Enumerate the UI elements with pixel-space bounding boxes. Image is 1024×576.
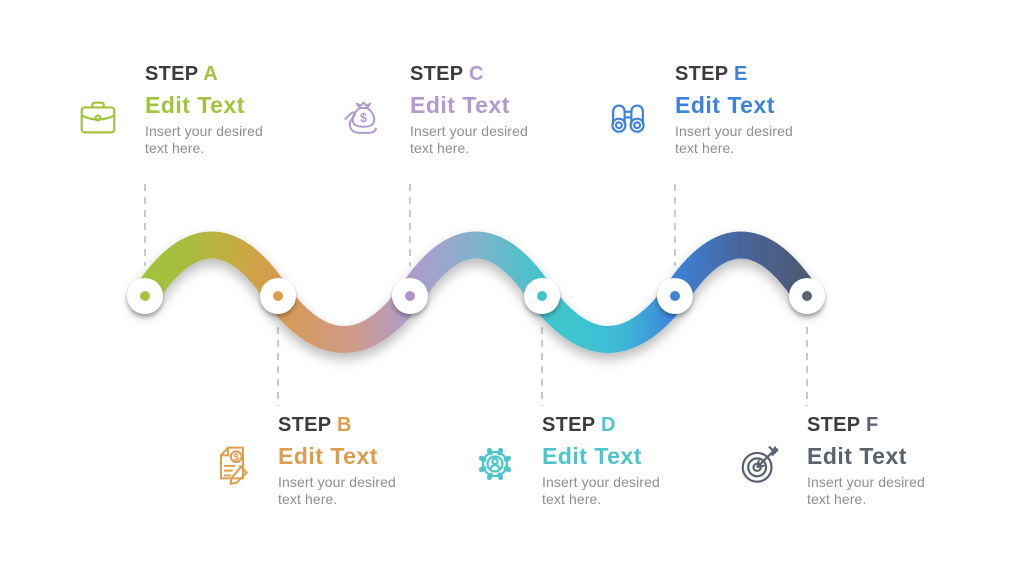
gear-user-icon xyxy=(472,440,518,486)
invoice-pencil-icon: $ xyxy=(208,440,254,486)
node-dot-b xyxy=(273,291,283,301)
money-bag-hand-icon: $ xyxy=(340,95,386,141)
node-dot-f xyxy=(802,291,812,301)
node-dot-e xyxy=(670,291,680,301)
step-f-description: Insert your desired text here. xyxy=(807,474,925,507)
briefcase-icon xyxy=(75,95,121,141)
target-arrow-icon xyxy=(737,440,783,486)
node-dot-d xyxy=(537,291,547,301)
step-d-block: STEP D Edit Text Insert your desired tex… xyxy=(472,413,687,508)
step-d-title: STEP D xyxy=(542,414,616,436)
step-b-subtitle: Edit Text xyxy=(278,443,378,469)
step-e-description: Insert your desired text here. xyxy=(675,123,793,156)
step-d-subtitle: Edit Text xyxy=(542,443,642,469)
step-a-block: STEP A Edit Text Insert your desired tex… xyxy=(75,62,290,157)
svg-text:$: $ xyxy=(360,111,367,125)
step-f-subtitle: Edit Text xyxy=(807,443,907,469)
timeline-nodes xyxy=(127,278,825,314)
step-f-title: STEP F xyxy=(807,414,879,436)
wave-ribbon xyxy=(131,231,821,353)
step-c-title: STEP C xyxy=(410,63,484,85)
step-f-block: STEP F Edit Text Insert your desired tex… xyxy=(737,413,952,508)
connector-lines xyxy=(144,184,808,406)
step-a-description: Insert your desired text here. xyxy=(145,123,263,156)
node-dot-a xyxy=(140,291,150,301)
step-b-block: $ STEP B Edit Text Insert your desired t… xyxy=(208,413,423,508)
step-d-description: Insert your desired text here. xyxy=(542,474,660,507)
step-a-subtitle: Edit Text xyxy=(145,92,245,118)
binoculars-icon xyxy=(605,95,651,141)
step-e-block: STEP E Edit Text Insert your desired tex… xyxy=(605,62,820,157)
node-dot-c xyxy=(405,291,415,301)
step-b-title: STEP B xyxy=(278,414,352,436)
step-c-description: Insert your desired text here. xyxy=(410,123,528,156)
svg-text:$: $ xyxy=(233,452,239,464)
step-c-subtitle: Edit Text xyxy=(410,92,510,118)
step-e-title: STEP E xyxy=(675,63,748,85)
step-e-subtitle: Edit Text xyxy=(675,92,775,118)
step-a-title: STEP A xyxy=(145,63,218,85)
step-b-description: Insert your desired text here. xyxy=(278,474,396,507)
step-c-block: $ STEP C Edit Text Insert your desired t… xyxy=(340,62,555,157)
